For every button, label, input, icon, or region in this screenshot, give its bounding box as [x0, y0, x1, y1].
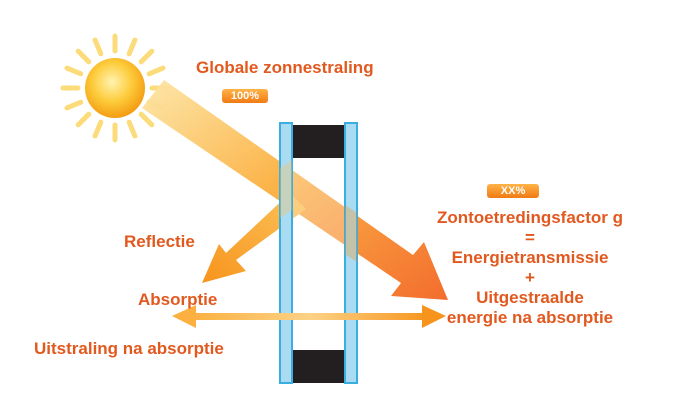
absorption-label: Absorptie	[138, 290, 218, 309]
reflection-label: Reflectie	[124, 232, 195, 251]
incoming-radiation-arrow	[142, 80, 448, 300]
sun-ray	[138, 48, 155, 65]
sun-icon	[60, 33, 170, 143]
emission-after-absorption-label: Uitstraling na absorptie	[34, 339, 224, 358]
sun-ray	[64, 99, 84, 111]
emitted-label: Uitgestraalde	[476, 288, 584, 307]
absorption-emission-arrow	[172, 305, 446, 328]
incoming-percentage-badge: 100%	[222, 89, 268, 103]
sun-ray	[126, 119, 138, 139]
result-percentage-badge: XX%	[487, 184, 539, 198]
global-radiation-label: Globale zonnestraling	[196, 58, 374, 77]
sun-ray	[75, 48, 92, 65]
sun-ray	[92, 119, 104, 139]
equals-sign: =	[525, 228, 535, 247]
sun-ray	[138, 111, 155, 128]
plus-sign: +	[525, 268, 535, 287]
sun-ray	[75, 111, 92, 128]
energy-transmission-label: Energietransmissie	[451, 248, 609, 267]
sun-ray	[146, 65, 166, 77]
solar-factor-label: Zontoetredingsfactor g	[436, 208, 624, 227]
energy-after-absorption-label: energie na absorptie	[446, 308, 614, 327]
solar-factor-explanation: Zontoetredingsfactor g = Energietransmis…	[420, 208, 640, 328]
sun-ray	[64, 65, 84, 77]
sun-ray	[126, 37, 138, 57]
sun-ray	[92, 37, 104, 57]
